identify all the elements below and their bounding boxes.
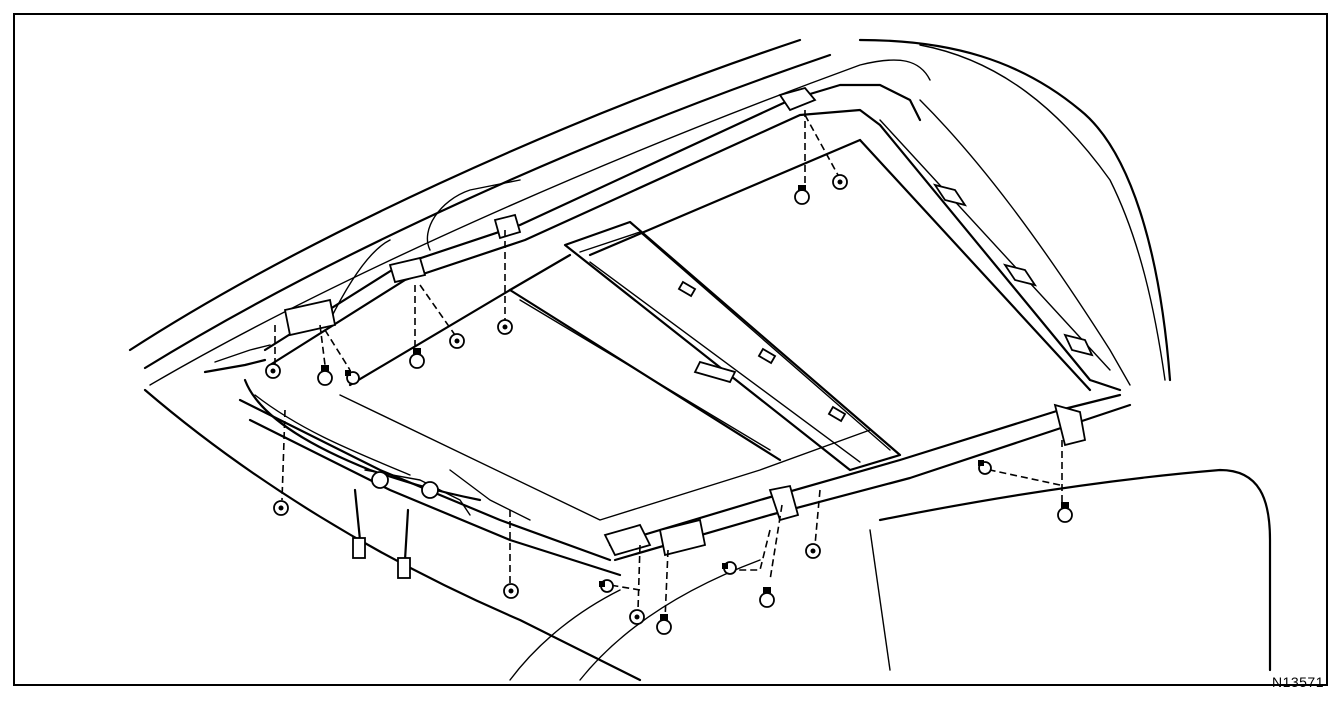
nut	[265, 363, 281, 379]
bolt	[978, 460, 992, 475]
bolt	[722, 561, 737, 575]
bolt	[794, 185, 810, 205]
bolt	[317, 365, 333, 386]
nut	[805, 543, 821, 559]
bolt	[599, 579, 614, 593]
glass-panel-opening	[348, 138, 1092, 462]
bolts-and-nuts	[265, 174, 1073, 635]
nut	[449, 333, 465, 349]
nut	[503, 583, 519, 599]
roof-contour-lines	[128, 38, 1272, 682]
drain-hoses-and-wiring	[203, 344, 531, 579]
center-cross-bracket	[563, 220, 902, 472]
side-rail-slots	[932, 183, 1094, 357]
sunroof-housing-frame	[238, 83, 1132, 577]
bolt	[656, 614, 672, 635]
figure-frame	[13, 13, 1328, 686]
bolt	[409, 348, 425, 369]
bolt	[1057, 502, 1073, 523]
bolt	[759, 587, 775, 608]
nut	[629, 609, 645, 625]
fastener-leader-lines	[274, 110, 1063, 621]
figure-id-label: N13571	[1271, 674, 1324, 690]
bolt	[345, 370, 360, 385]
nut	[273, 500, 289, 516]
nut	[832, 174, 848, 190]
nut	[497, 319, 513, 335]
mounting-brackets	[283, 86, 1087, 557]
